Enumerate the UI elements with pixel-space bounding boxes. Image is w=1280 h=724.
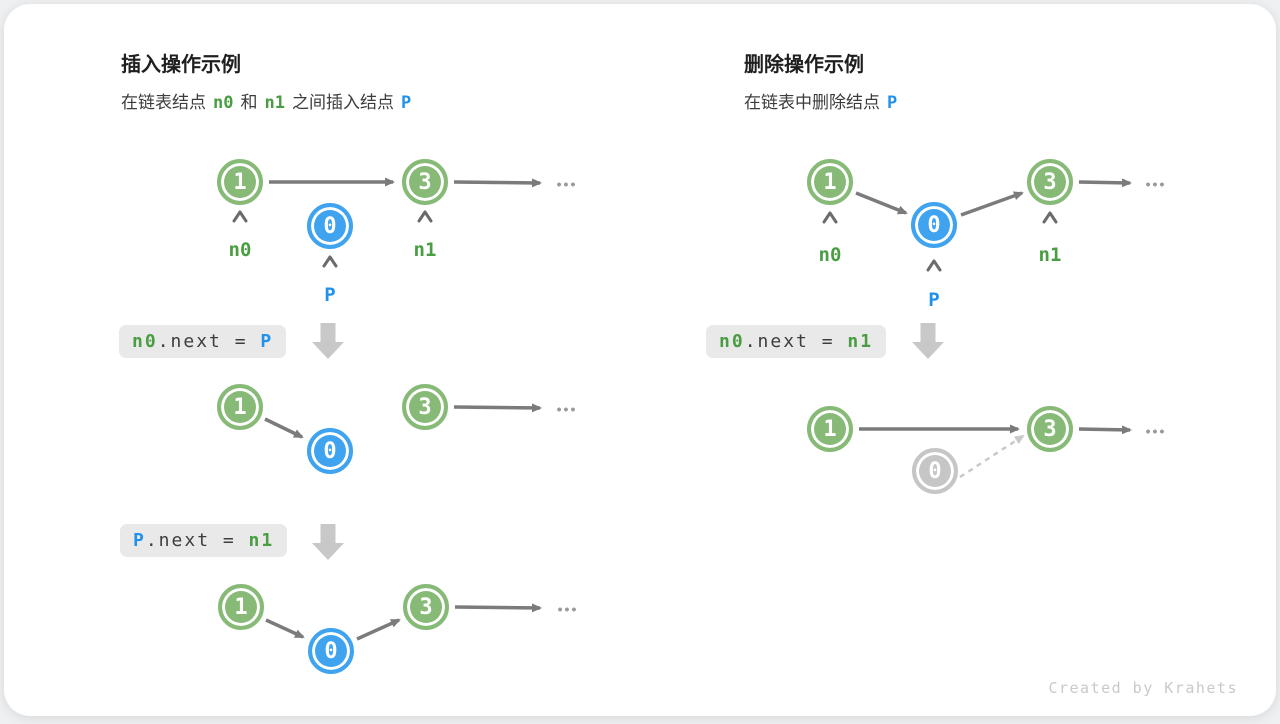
code-mid: .next = bbox=[146, 530, 249, 551]
arrow-insert-r2-3todots bbox=[454, 407, 540, 408]
code-mid: .next = bbox=[158, 331, 261, 352]
subtitle-text: 和 bbox=[240, 93, 257, 112]
list-node-delete-r2-3: 3 bbox=[1027, 406, 1073, 452]
ref-label-delete-n1: n1 bbox=[1039, 244, 1062, 266]
code-snippet-insert-step2: P.next = n1 bbox=[120, 524, 287, 557]
arrow-delete-r1-0to3 bbox=[961, 193, 1022, 215]
caret-icon-insert-n1 bbox=[419, 212, 431, 221]
code-lhs: n0 bbox=[132, 331, 158, 352]
code-lhs: P bbox=[133, 530, 146, 551]
ref-label-delete-p: P bbox=[928, 289, 939, 311]
list-node-insert-r2-p: 0 bbox=[307, 428, 353, 474]
ellipsis-delete-r1: ••• bbox=[1146, 176, 1167, 192]
ref-label-insert-n0: n0 bbox=[229, 239, 252, 261]
list-node-delete-r2-1: 1 bbox=[807, 406, 853, 452]
down-arrow-icon-insert-step2 bbox=[312, 524, 344, 560]
arrow-insert-r2-1to0 bbox=[265, 419, 302, 437]
arrow-insert-r3-1to0 bbox=[266, 620, 303, 637]
code-lhs: n0 bbox=[719, 331, 745, 352]
ref-label-insert-p: P bbox=[324, 284, 335, 306]
list-node-delete-r1-3: 3 bbox=[1027, 159, 1073, 205]
list-node-insert-r3-3: 3 bbox=[403, 584, 449, 630]
page-title-insert: 插入操作示例 bbox=[121, 48, 241, 77]
caret-icon-insert-n0 bbox=[234, 212, 246, 221]
subtitle-delete: 在链表中删除结点 P bbox=[744, 88, 904, 113]
token-n1: n1 bbox=[264, 93, 284, 113]
token-p: P bbox=[401, 93, 411, 113]
code-snippet-insert-step1: n0.next = P bbox=[119, 325, 286, 358]
caret-icon-delete-n0 bbox=[824, 213, 836, 222]
code-snippet-delete-step1: n0.next = n1 bbox=[706, 325, 886, 358]
code-rhs: n1 bbox=[847, 331, 873, 352]
subtitle-text: 之间插入结点 bbox=[292, 93, 394, 112]
list-node-insert-r1-p: 0 bbox=[307, 203, 353, 249]
list-node-insert-r3-1: 1 bbox=[218, 584, 264, 630]
ellipsis-insert-r2: ••• bbox=[557, 401, 578, 417]
ref-label-delete-n0: n0 bbox=[819, 244, 842, 266]
arrow-delete-r2-removed-dashed bbox=[960, 436, 1023, 477]
arrow-delete-r1-1to0 bbox=[856, 193, 906, 213]
list-node-insert-r1-1: 1 bbox=[217, 159, 263, 205]
figure-card: 插入操作示例 在链表结点 n0 和 n1 之间插入结点 P 1 0 3 ••• n0 n1… bbox=[4, 4, 1276, 716]
page-title-delete: 删除操作示例 bbox=[744, 48, 864, 77]
caret-icon-delete-p bbox=[928, 261, 940, 270]
subtitle-text: 在链表中删除结点 bbox=[744, 93, 880, 112]
arrow-insert-r3-0to3 bbox=[357, 620, 399, 639]
caret-icon-delete-n1 bbox=[1044, 213, 1056, 222]
list-node-insert-r1-3: 3 bbox=[402, 159, 448, 205]
code-mid: .next = bbox=[745, 331, 848, 352]
subtitle-text: 在链表结点 bbox=[121, 93, 206, 112]
caret-icon-insert-p bbox=[324, 257, 336, 266]
arrow-insert-r1-3todots bbox=[454, 182, 540, 183]
ellipsis-insert-r1: ••• bbox=[557, 176, 578, 192]
token-p: P bbox=[887, 93, 897, 113]
list-node-delete-r1-p: 0 bbox=[911, 202, 957, 248]
arrow-delete-r1-3todots bbox=[1079, 182, 1130, 183]
list-node-insert-r3-p: 0 bbox=[308, 628, 354, 674]
down-arrow-icon-delete-step1 bbox=[912, 323, 944, 359]
down-arrow-icon-insert-step1 bbox=[312, 323, 344, 359]
list-node-delete-r1-1: 1 bbox=[807, 159, 853, 205]
list-node-delete-r2-removed: 0 bbox=[912, 448, 958, 494]
subtitle-insert: 在链表结点 n0 和 n1 之间插入结点 P bbox=[121, 88, 418, 113]
credit-text: Created by Krahets bbox=[1048, 679, 1238, 697]
ellipsis-insert-r3: ••• bbox=[558, 601, 579, 617]
ref-label-insert-n1: n1 bbox=[414, 239, 437, 261]
list-node-insert-r2-3: 3 bbox=[402, 384, 448, 430]
list-node-insert-r2-1: 1 bbox=[217, 384, 263, 430]
ellipsis-delete-r2: ••• bbox=[1146, 423, 1167, 439]
arrow-insert-r3-3todots bbox=[455, 607, 540, 608]
token-n0: n0 bbox=[213, 93, 233, 113]
code-rhs: P bbox=[260, 331, 273, 352]
code-rhs: n1 bbox=[249, 530, 275, 551]
arrow-delete-r2-3todots bbox=[1079, 429, 1130, 430]
